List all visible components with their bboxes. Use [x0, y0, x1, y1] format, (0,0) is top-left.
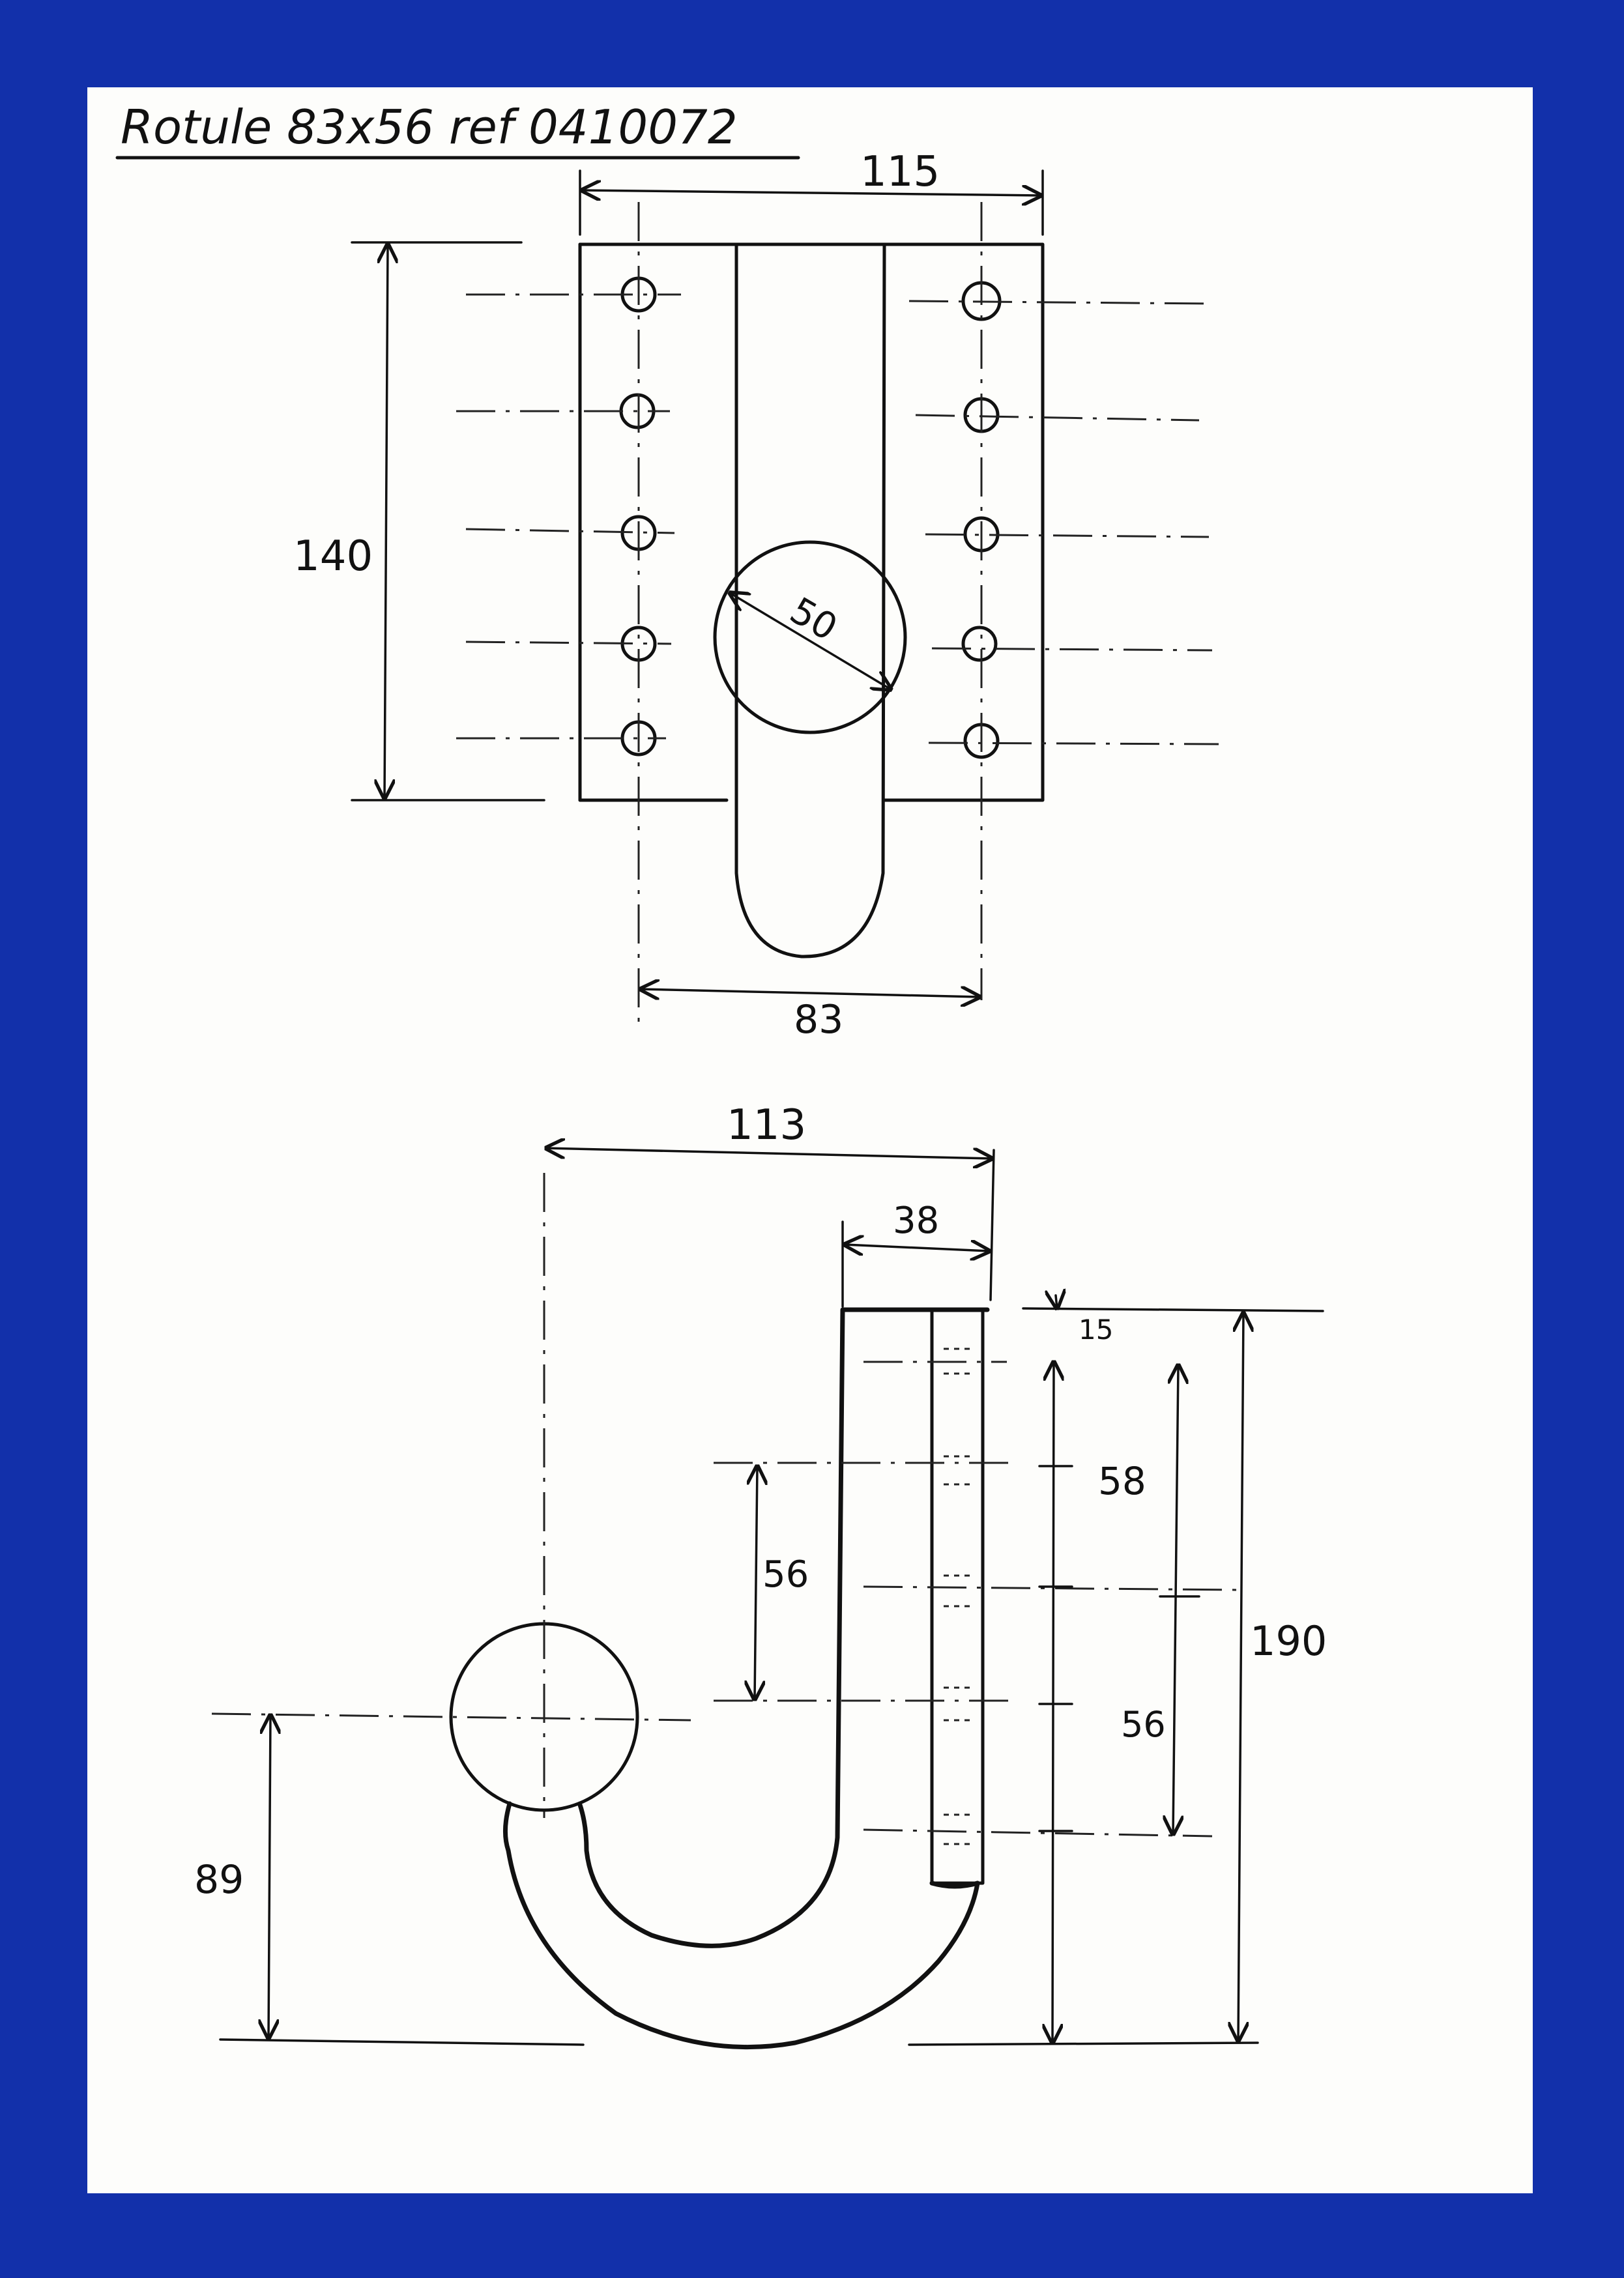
hole-spacing-dimension-line — [641, 989, 979, 997]
top-view: 50 — [293, 148, 1219, 1043]
ball-outline — [713, 540, 907, 734]
hook-body-outline — [502, 1801, 980, 2050]
side-center-lines — [211, 1173, 1239, 1838]
ball-offset-dimension-line — [755, 1466, 757, 1699]
hole-spacing-dimension-label: 83 — [794, 997, 843, 1043]
hole-pitch-dimension-line-b — [1173, 1365, 1178, 1834]
width-dimension-label: 115 — [860, 148, 940, 196]
side-view: 113 38 15 58 56 56 190 89 — [194, 1101, 1327, 2050]
reach-dimension-line — [546, 1148, 992, 1159]
height-dimension-line — [384, 244, 388, 798]
reach-dimension-label: 113 — [727, 1101, 806, 1149]
shank-outline — [734, 242, 886, 959]
side-hidden-holes — [944, 1348, 971, 1845]
side-mounting-plate — [930, 1308, 985, 1885]
ball-offset-dimension-label: 56 — [762, 1553, 809, 1596]
hole-center-lines — [456, 202, 1219, 1030]
plate-dimension-line — [845, 1245, 989, 1251]
ball-diameter-arrow — [730, 593, 891, 689]
ball-height-dimension-label: 89 — [194, 1857, 244, 1903]
ball-diameter-label: 50 — [783, 590, 844, 650]
hole-pitch-label-a: 58 — [1098, 1459, 1146, 1503]
ball-height-dimension-line — [268, 1715, 270, 2038]
drawing-title: Rotule 83x56 ref 0410072 — [121, 100, 738, 154]
plate-dimension-label: 38 — [893, 1200, 939, 1242]
width-dimension-line — [582, 190, 1041, 195]
top-offset-dimension-label: 15 — [1079, 1314, 1113, 1346]
height-dimension-label: 140 — [293, 532, 373, 581]
hole-pitch-label-b: 56 — [1121, 1704, 1166, 1745]
total-height-dimension-label: 190 — [1250, 1617, 1327, 1665]
hole-chain-dimension-line — [1052, 1362, 1054, 2043]
total-height-dimension-line — [1238, 1313, 1243, 2041]
